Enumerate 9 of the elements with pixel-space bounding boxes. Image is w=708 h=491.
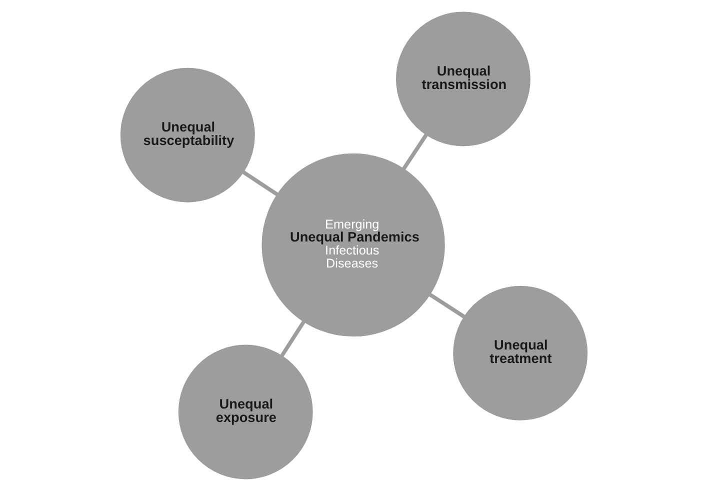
connector [428,292,466,318]
connector [242,170,278,196]
connector [402,134,428,170]
connector [280,320,306,357]
node-circle: Unequal transmission [396,12,530,146]
node-circle: Unequal treatment [453,286,588,420]
node-circle: Unequal exposure [178,344,313,480]
node-circle: Unequal susceptability [120,68,255,202]
node-circle: Emerging Unequal Pandemics Infectious Diseases [262,153,445,337]
